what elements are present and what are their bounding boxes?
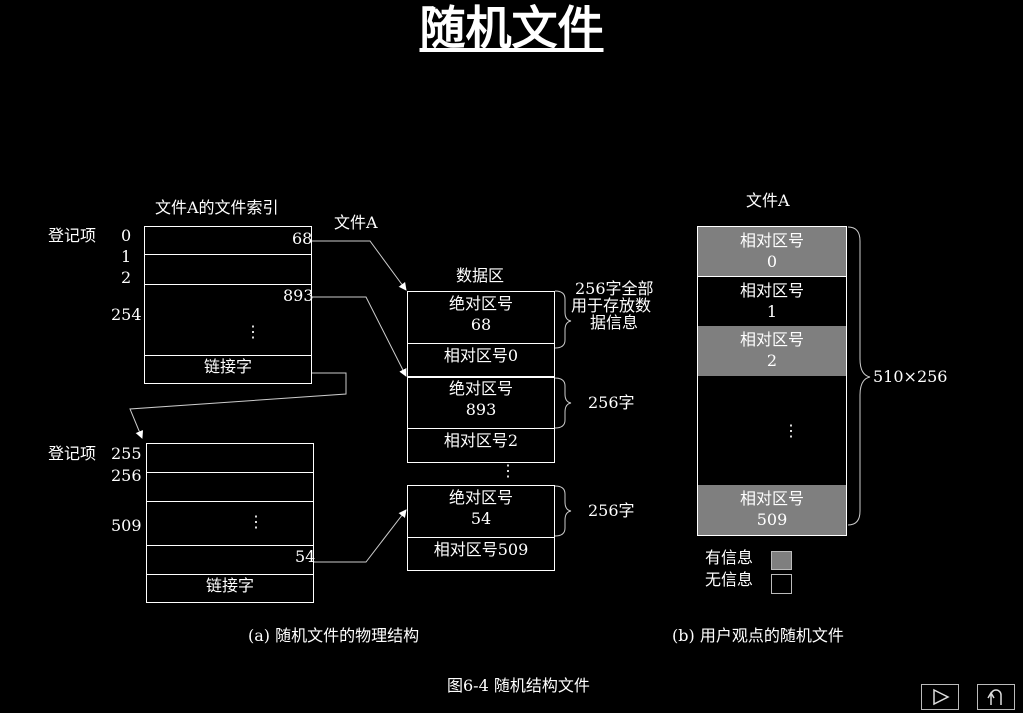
note-256-full-line2: 用于存放数 [571, 296, 652, 315]
arrow-54 [314, 509, 407, 563]
user-cell-1-num: 1 [766, 302, 778, 321]
data-area-ellipsis: ⋮ [500, 461, 516, 480]
arrow-68 [312, 240, 407, 291]
user-cell-0-num: 0 [766, 252, 778, 271]
brace-1 [554, 290, 572, 349]
index1-num-0: 0 [121, 226, 132, 245]
divider [144, 355, 312, 356]
legend-no-info-swatch [771, 574, 792, 594]
block3-abs-label: 绝对区号 [448, 488, 513, 507]
block2-abs-label: 绝对区号 [448, 379, 513, 398]
data-area-label: 数据区 [456, 266, 505, 285]
brace-2 [554, 377, 572, 429]
divider [407, 537, 555, 538]
note-256-full-line1: 256字全部 [575, 279, 654, 298]
legend-has-info-label: 有信息 [705, 548, 754, 567]
divider [146, 545, 314, 546]
index1-num-1: 1 [121, 247, 132, 266]
brace-user [847, 226, 871, 526]
return-icon [987, 689, 1002, 705]
user-file-box [697, 226, 847, 536]
caption-b: (b) 用户观点的随机文件 [672, 626, 844, 645]
divider [146, 472, 314, 473]
link-word-2: 链接字 [205, 576, 254, 595]
user-cell-1: 相对区号 1 [698, 276, 846, 326]
entry-label-2: 登记项 [48, 444, 97, 463]
divider [146, 574, 314, 575]
index2-value-54: 54 [295, 547, 316, 566]
divider [407, 343, 555, 344]
block2-rel: 相对区号2 [443, 431, 519, 450]
file-a-label: 文件A [334, 213, 378, 232]
page-title: 随机文件 [419, 1, 604, 55]
data-block-2 [407, 377, 555, 463]
link-word-1: 链接字 [203, 357, 252, 376]
user-cell-0: 相对区号 0 [698, 227, 846, 276]
data-block-1 [407, 291, 555, 377]
legend-no-info-label: 无信息 [705, 570, 754, 589]
entry-label-1: 登记项 [48, 226, 97, 245]
user-cell-0-label: 相对区号 [739, 231, 804, 250]
divider [144, 284, 312, 285]
size-label: 510×256 [873, 367, 948, 386]
block3-rel: 相对区号509 [433, 540, 529, 559]
index1-num-2: 2 [121, 268, 132, 287]
index2-num-255: 255 [111, 444, 142, 463]
block1-abs-label: 绝对区号 [448, 294, 513, 313]
figure-caption: 图6-4 随机结构文件 [447, 676, 590, 695]
legend-has-info-swatch [771, 551, 792, 570]
next-button[interactable] [921, 684, 959, 710]
caption-a: (a) 随机文件的物理结构 [248, 626, 420, 645]
index-table-2 [146, 443, 314, 603]
index-table-1 [144, 226, 312, 384]
divider [144, 254, 312, 255]
divider [146, 501, 314, 502]
index2-num-509: 509 [111, 516, 142, 535]
note-256-1: 256字 [588, 393, 635, 412]
block2-abs-num: 893 [465, 400, 497, 419]
divider [407, 428, 555, 429]
block3-abs-num: 54 [470, 509, 492, 528]
note-256-2: 256字 [588, 501, 635, 520]
index1-ellipsis: ⋮ [245, 322, 261, 341]
index1-value-893: 893 [283, 286, 314, 305]
block1-abs-num: 68 [470, 315, 492, 334]
index1-num-254: 254 [111, 305, 142, 324]
user-ellipsis: ⋮ [783, 421, 799, 440]
block1-rel: 相对区号0 [443, 346, 519, 365]
index-label: 文件A的文件索引 [155, 198, 279, 217]
user-cell-509-label: 相对区号 [739, 489, 804, 508]
brace-3 [554, 485, 572, 537]
user-cell-1-label: 相对区号 [739, 281, 804, 300]
user-cell-509: 相对区号 509 [698, 485, 846, 535]
play-icon [933, 688, 950, 706]
return-button[interactable] [977, 684, 1015, 710]
arrow-link [129, 372, 347, 439]
index2-num-256: 256 [111, 466, 142, 485]
user-file-label: 文件A [746, 191, 790, 210]
user-cell-2-label: 相对区号 [739, 330, 804, 349]
arrow-893 [312, 296, 407, 377]
index1-value-68: 68 [292, 229, 313, 248]
user-cell-2: 相对区号 2 [698, 326, 846, 376]
user-cell-509-num: 509 [756, 510, 788, 529]
data-block-3 [407, 485, 555, 571]
index2-ellipsis: ⋮ [248, 512, 264, 531]
user-cell-2-num: 2 [766, 351, 778, 370]
note-256-full-line3: 据信息 [590, 313, 639, 332]
